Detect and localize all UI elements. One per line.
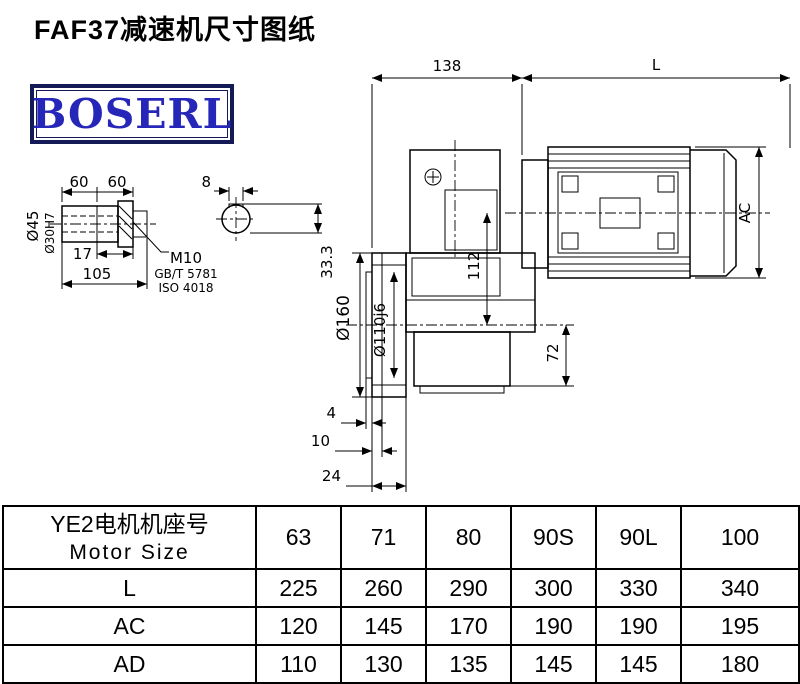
table-cell: 195 (680, 606, 800, 646)
table-header-row: YE2电机机座号 Motor Size 63 71 80 90S 90L 100 (2, 505, 800, 570)
dim-60-right: 60 (107, 173, 126, 191)
flange-spigot (365, 271, 373, 379)
table-cell: 260 (340, 568, 427, 608)
col-header-90S: 90S (510, 505, 597, 570)
dim-key-depth: 33.3 (318, 245, 336, 278)
bolt-head (132, 210, 148, 238)
page-title: FAF37减速机尺寸图纸 (34, 15, 317, 45)
table-cell: 145 (595, 644, 682, 684)
dim-bore-diameter: Ø30H7 (43, 212, 57, 253)
dim-4: 4 (326, 404, 336, 422)
table-cell: 145 (510, 644, 597, 684)
dim-shaft-diameter: Ø45 (24, 211, 42, 242)
motor-flange (521, 159, 549, 269)
col-header-63: 63 (255, 505, 342, 570)
standard-gb: GB/T 5781 (154, 267, 217, 281)
dim-138: 138 (433, 57, 462, 75)
dim-10: 10 (311, 432, 330, 450)
logo-text: BOSERL (31, 89, 233, 138)
gear-housing-lower (413, 331, 511, 387)
motor-size-header-cell: YE2电机机座号 Motor Size (2, 505, 257, 570)
table-cell: 120 (255, 606, 342, 646)
table-row-AD: AD 110 130 135 145 145 180 (2, 644, 800, 684)
bolt-thread-callout: M10 (170, 249, 202, 267)
motor-dimension-table: YE2电机机座号 Motor Size 63 71 80 90S 90L 100… (2, 505, 800, 684)
dim-AC: AC (736, 203, 754, 223)
col-header-80: 80 (425, 505, 512, 570)
keyway-slot (228, 203, 244, 208)
dim-key-width: 8 (201, 173, 211, 191)
dim-spigot-diameter: Ø110j6 (371, 303, 389, 357)
header-en: Motor Size (69, 540, 190, 564)
dim-24: 24 (322, 467, 341, 485)
table-cell: 130 (340, 644, 427, 684)
dim-112: 112 (465, 252, 483, 281)
table-cell: 145 (340, 606, 427, 646)
gear-unit-view (346, 140, 770, 398)
dim-flange-diameter: Ø160 (334, 295, 354, 341)
col-header-90L: 90L (595, 505, 682, 570)
bore-circle (221, 204, 251, 234)
header-cn: YE2电机机座号 (50, 510, 209, 537)
table-cell: 300 (510, 568, 597, 608)
keyway-section-view: 8 33.3 (201, 173, 336, 279)
table-cell: 190 (510, 606, 597, 646)
fan-cowl (690, 149, 737, 277)
table-cell: 180 (680, 644, 800, 684)
standard-iso: ISO 4018 (159, 281, 214, 295)
row-label-AD: AD (2, 644, 257, 684)
shaft-detail-view: 60 60 Ø45 Ø30H7 17 105 M10 GB/T 5781 ISO… (24, 173, 218, 295)
dim-105: 105 (83, 265, 112, 283)
table-cell: 135 (425, 644, 512, 684)
dim-L: L (652, 56, 661, 74)
row-label-AC: AC (2, 606, 257, 646)
table-row-L: L 225 260 290 300 330 340 (2, 568, 800, 608)
dim-72: 72 (544, 343, 562, 362)
table-row-AC: AC 120 145 170 190 190 195 (2, 606, 800, 646)
row-label-L: L (2, 568, 257, 608)
technical-drawing: 60 60 Ø45 Ø30H7 17 105 M10 GB/T 5781 ISO… (24, 56, 791, 492)
col-header-100: 100 (680, 505, 800, 570)
dim-17: 17 (73, 245, 92, 263)
table-cell: 330 (595, 568, 682, 608)
table-cell: 110 (255, 644, 342, 684)
boserl-logo: BOSERL (30, 84, 234, 144)
motor-body (547, 146, 691, 279)
table-cell: 170 (425, 606, 512, 646)
table-cell: 290 (425, 568, 512, 608)
oil-plug (424, 168, 442, 186)
col-header-71: 71 (340, 505, 427, 570)
table-cell: 225 (255, 568, 342, 608)
main-dimensions: 138 L AC 112 72 Ø160 Ø110j6 4 10 2 (311, 56, 791, 492)
bolt-leader-line (132, 221, 169, 253)
table-cell: 340 (680, 568, 800, 608)
dim-60-left: 60 (69, 173, 88, 191)
table-cell: 190 (595, 606, 682, 646)
